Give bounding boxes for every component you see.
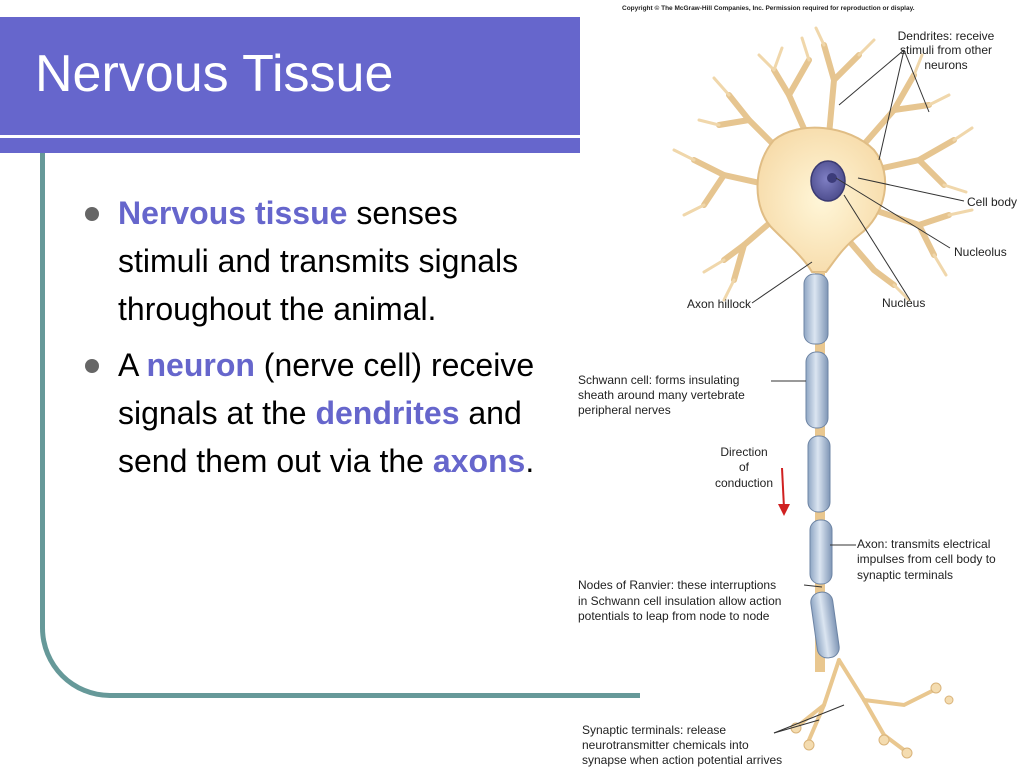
bullet-text: senses stimuli and transmits signals thr… — [118, 195, 519, 327]
label-dendrites-3: neurons — [924, 58, 967, 72]
content-frame — [40, 153, 640, 698]
title-underline-bar — [0, 138, 580, 153]
bullet-text: and send them out via the — [118, 395, 522, 479]
slide-title: Nervous Tissue — [35, 45, 394, 103]
label-synaptic-2: neurotransmitter chemicals into — [582, 738, 749, 752]
bullet-text: (nerve cell) receive signals at the — [118, 347, 535, 431]
diagram-labels: Dendrites: receive stimuli from other ne… — [578, 29, 1017, 767]
term-nervous-tissue: Nervous tissue — [118, 195, 348, 231]
label-schwann-3: peripheral nerves — [578, 403, 671, 417]
bullet-dot-icon — [85, 207, 99, 221]
label-schwann-2: sheath around many vertebrate — [578, 388, 745, 402]
dendrites — [691, 42, 957, 288]
term-axons: axons — [432, 443, 526, 479]
label-cell-body: Cell body — [967, 195, 1017, 209]
label-direction-1: Direction — [720, 445, 767, 459]
direction-arrow — [781, 467, 785, 509]
dendrite-fine-branches — [672, 26, 974, 302]
bullet-item-neuron: A neuron (nerve cell) receive signals at… — [82, 341, 552, 485]
label-synaptic-1: Synaptic terminals: release — [582, 723, 726, 737]
label-schwann-1: Schwann cell: forms insulating — [578, 373, 739, 387]
label-nucleus: Nucleus — [882, 296, 925, 310]
direction-arrow-head — [778, 504, 790, 516]
label-synaptic-3: synapse when action potential arrives — [582, 753, 782, 767]
label-direction-3: conduction — [715, 476, 773, 490]
neuron-diagram: Copyright © The McGraw-Hill Companies, I… — [578, 4, 1017, 767]
term-neuron: neuron — [146, 347, 255, 383]
bullet-list: Nervous tissue senses stimuli and transm… — [82, 189, 552, 493]
bullet-dot-icon — [85, 359, 99, 373]
label-nucleolus: Nucleolus — [954, 245, 1007, 259]
bullet-suffix: . — [525, 443, 535, 479]
label-axon-3: synaptic terminals — [857, 568, 953, 582]
copyright-notice: Copyright © The McGraw-Hill Companies, I… — [622, 4, 915, 12]
label-axon-hillock: Axon hillock — [687, 297, 752, 311]
label-axon-1: Axon: transmits electrical — [857, 537, 990, 551]
leader-lines — [751, 49, 965, 734]
label-dendrites-1: Dendrites: receive — [898, 29, 995, 43]
label-dendrites-2: stimuli from other — [900, 43, 992, 57]
bullet-prefix: A — [118, 347, 147, 383]
label-axon-2: impulses from cell body to — [857, 552, 996, 566]
label-direction-2: of — [739, 460, 750, 474]
label-ranvier-2: in Schwann cell insulation allow action — [578, 594, 781, 608]
label-ranvier-1: Nodes of Ranvier: these interruptions — [578, 578, 776, 592]
label-ranvier-3: potentials to leap from node to node — [578, 609, 770, 623]
synaptic-terminals — [797, 658, 936, 752]
term-dendrites: dendrites — [315, 395, 460, 431]
nucleolus — [827, 173, 837, 183]
bullet-item-nervous-tissue: Nervous tissue senses stimuli and transm… — [82, 189, 552, 333]
axon — [803, 272, 840, 672]
title-banner — [0, 17, 580, 135]
terminal-buttons — [790, 682, 954, 759]
